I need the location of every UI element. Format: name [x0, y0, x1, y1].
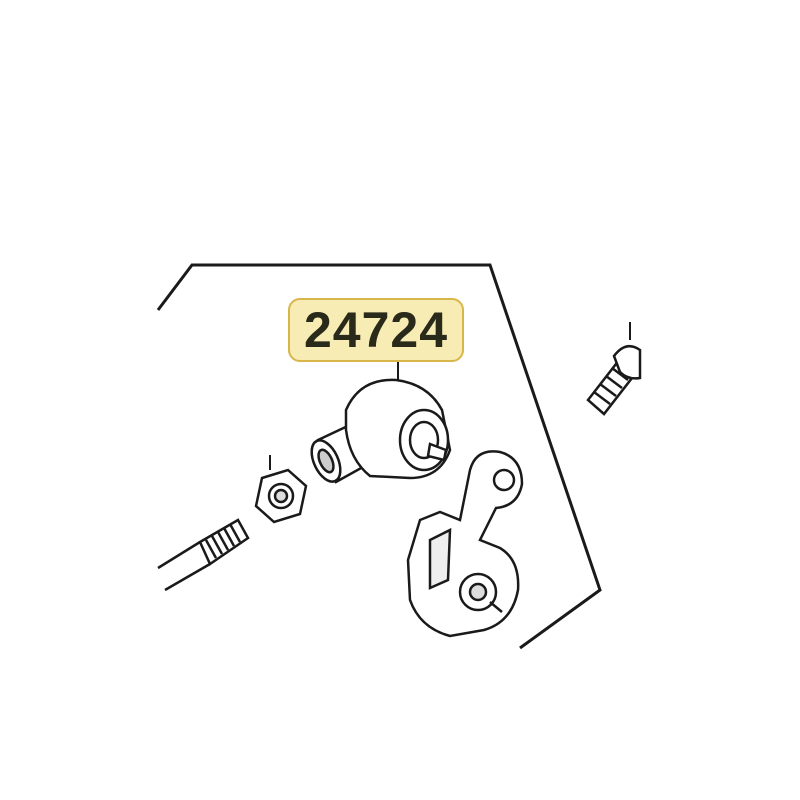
lever-bracket-part [406, 450, 524, 638]
threaded-rod-part [157, 518, 250, 592]
part-number-label: 24724 [288, 298, 464, 362]
bracket-part-24724 [310, 378, 452, 484]
group-boundary-outline [156, 263, 602, 650]
screw-part [586, 322, 642, 416]
hex-nut-part [254, 455, 308, 524]
